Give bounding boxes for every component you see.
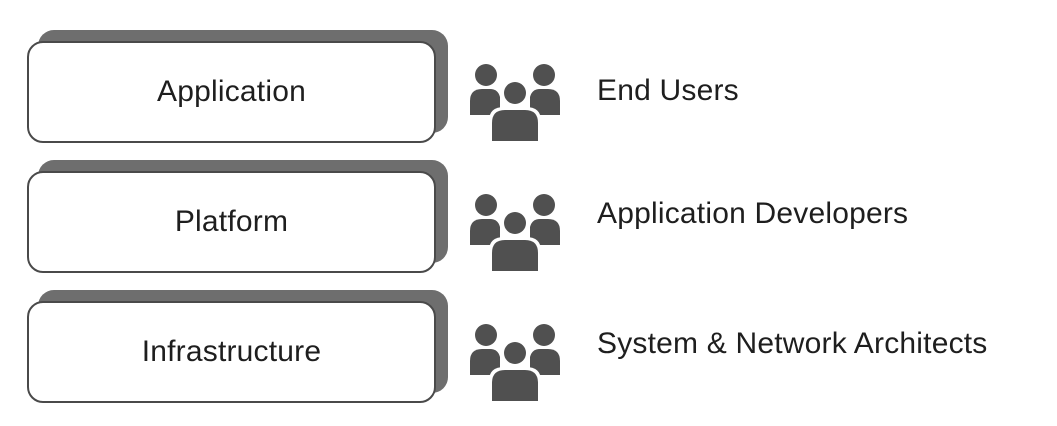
layer-label: Platform (174, 205, 289, 238)
audience-label: Application Developers (597, 197, 909, 230)
layer-box-application: Application (27, 41, 436, 143)
layer-box-platform: Platform (27, 171, 436, 273)
layer-infrastructure: Infrastructure System & Network Architec… (0, 290, 1057, 410)
audience-label: System & Network Architects (597, 327, 988, 360)
people-group-icon (470, 194, 560, 271)
people-group-icon (470, 64, 560, 141)
layer-platform: Platform Application Developers (0, 160, 1057, 280)
layer-label: Infrastructure (141, 335, 322, 368)
layer-application: Application End Users (0, 30, 1057, 150)
audience-label: End Users (597, 74, 739, 107)
people-group-icon (470, 324, 560, 401)
layer-box-infrastructure: Infrastructure (27, 301, 436, 403)
layer-label: Application (157, 75, 306, 108)
